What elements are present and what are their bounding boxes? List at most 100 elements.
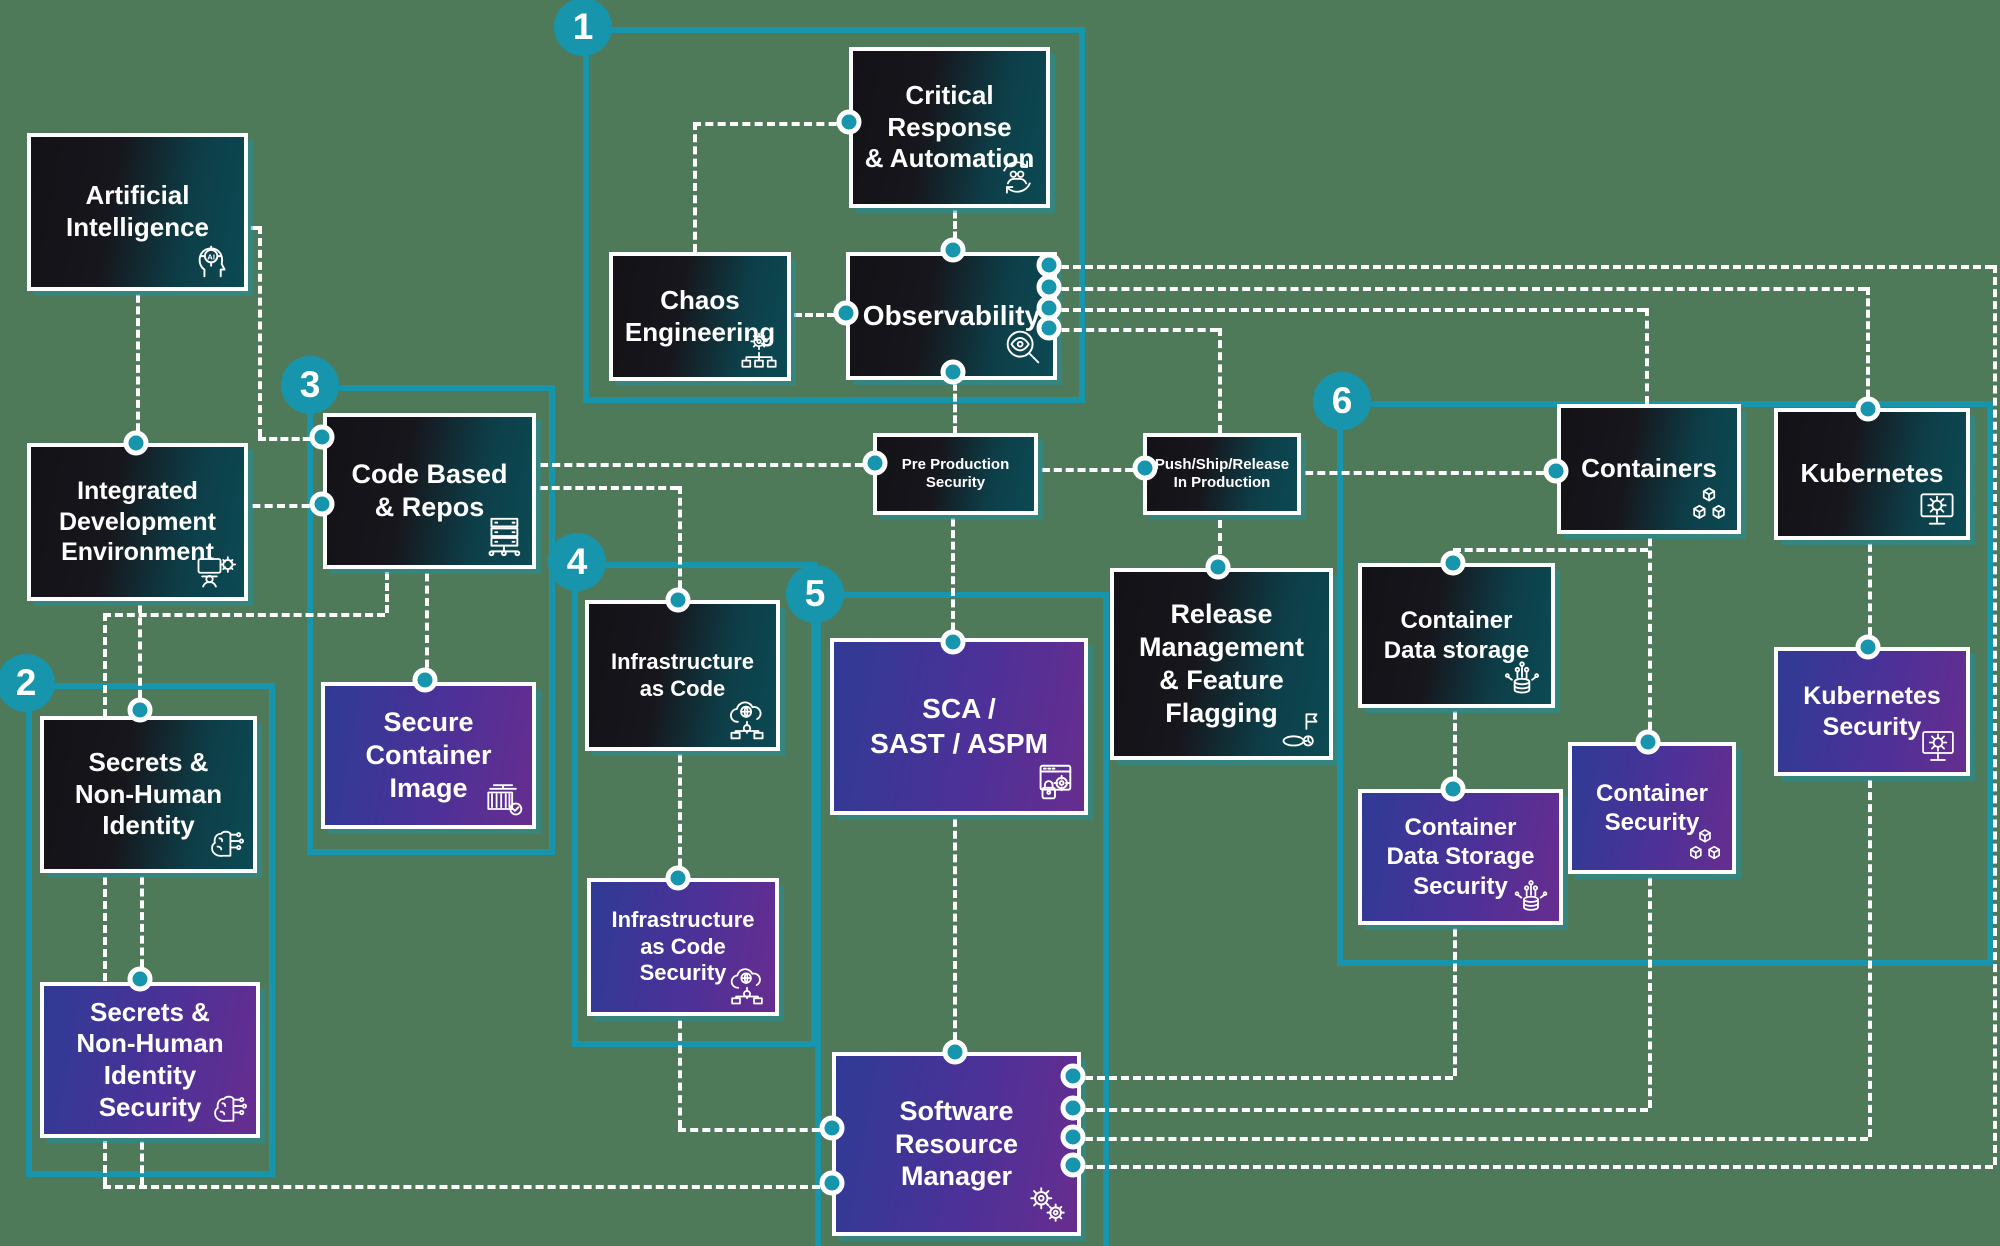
connector-cdss-srm-v [1453, 917, 1457, 1076]
connector-chaos-observability [783, 313, 846, 317]
node-infrastructure-as-code: Infrastructure as Code [585, 600, 780, 751]
connector-cra-chaos-v [693, 122, 697, 252]
connector-sca-srm [953, 807, 957, 1052]
connector-cra-observability [953, 200, 957, 250]
server-network-icon [488, 517, 521, 557]
dot-srm-right-2 [1060, 1095, 1086, 1121]
dot-srm-right-4 [1060, 1152, 1086, 1178]
node-label: Kubernetes Security [1803, 682, 1941, 741]
connector-iac-iacsec [678, 743, 682, 878]
node-observability: Observability [846, 252, 1057, 380]
dot-srm-right-3 [1060, 1124, 1086, 1150]
connector-srm-cdss-h [1073, 1076, 1453, 1080]
connector-pps-pushship [1030, 468, 1145, 472]
connector-codebased-sci [425, 561, 429, 680]
connector-iacsec-srm-h [678, 1128, 832, 1132]
connector-secretssec-bus-v [140, 1130, 144, 1185]
dot-push-ship-left [1132, 455, 1158, 481]
connector-k8s-k8ssec [1868, 532, 1872, 647]
node-label: Critical Response & Automation [864, 79, 1035, 174]
dot-secrets-top [127, 697, 153, 723]
dot-cra-left [836, 109, 862, 135]
connector-obs-containers-v [1645, 308, 1649, 404]
node-label: Secrets & Non-Human Identity [74, 746, 223, 841]
node-label: Integrated Development Environment [59, 477, 216, 567]
node-pre-production-security: Pre Production Security [873, 433, 1038, 515]
group-frame-2 [26, 683, 275, 1177]
automation-cycle-icon [1003, 160, 1031, 194]
node-label: Secure Container Image [365, 707, 492, 803]
dot-observability-right-2 [1036, 274, 1062, 300]
dot-observability-right-4 [1036, 315, 1062, 341]
group-frame-5 [815, 592, 1109, 1246]
dot-srm-top [942, 1039, 968, 1065]
cloud-network-icon [730, 968, 763, 1005]
group-number: 4 [566, 541, 588, 582]
kubernetes-monitor-icon [1920, 493, 1954, 525]
dot-iac-security-top [665, 865, 691, 891]
node-secure-container-image: Secure Container Image [321, 682, 536, 829]
connector-ai-codebased-h1 [240, 226, 258, 230]
connector-codebased-iac-h [528, 486, 678, 490]
group-badge-1: 1 [554, 0, 612, 56]
node-label: Code Based & Repos [351, 459, 508, 522]
connector-srm-k8ssec-h [1073, 1137, 1868, 1141]
gears-icon [1030, 1187, 1065, 1222]
dot-srm-left-2 [819, 1170, 845, 1196]
database-circuit-icon [1504, 661, 1540, 694]
dot-iac-top [665, 587, 691, 613]
group-frame-3 [307, 385, 555, 855]
eye-magnifier-icon [1006, 330, 1040, 364]
gear-flowchart-icon [741, 332, 777, 368]
dot-observability-bottom [940, 359, 966, 385]
dot-codebased-left-upper [309, 424, 335, 450]
node-label: Chaos Engineering [624, 284, 776, 347]
connector-obs-containers-h [1049, 308, 1645, 312]
group-badge-5: 5 [786, 565, 844, 623]
dot-observability-left [833, 300, 859, 326]
svg-text:AI: AI [207, 252, 215, 261]
connector-obs-pushship-v [1218, 328, 1222, 433]
dot-secrets-security-top [127, 966, 153, 992]
brain-circuit-icon [214, 1095, 247, 1122]
dot-sca-top [940, 629, 966, 655]
node-label: Kubernetes [1800, 458, 1944, 489]
connector-ai-codebased-v [258, 226, 262, 437]
dot-kubernetes-top [1855, 396, 1881, 422]
connector-containers-cds-branch [1453, 548, 1648, 552]
connector-codebased-leftbus-v [385, 561, 389, 613]
node-integrated-development-environment: Integrated Development Environment [27, 443, 248, 601]
node-label: Infrastructure as Code [610, 648, 755, 701]
connector-contsec-srm-v [1648, 866, 1652, 1108]
node-label: Containers [1581, 453, 1717, 484]
dot-containers-left [1543, 458, 1569, 484]
connector-k8ssec-srm-v [1868, 768, 1872, 1137]
connector-obs-k8s-v [1866, 287, 1870, 409]
group-number: 6 [1331, 380, 1353, 421]
dot-release-top [1205, 554, 1231, 580]
dot-container-data-storage-security-top [1440, 776, 1466, 802]
connector-cra-chaos-h [693, 122, 849, 126]
group-badge-2: 2 [0, 654, 55, 712]
dot-srm-left-1 [819, 1115, 845, 1141]
group-number: 5 [804, 573, 826, 614]
connector-obs-pushship-h [1049, 328, 1218, 332]
dot-kubernetes-security-top [1855, 634, 1881, 660]
node-label: Container Security [1595, 779, 1708, 836]
connector-pushship-release [1218, 507, 1222, 567]
connector-right-edge-v [1993, 265, 1997, 1165]
node-secrets-non-human-identity-security: Secrets & Non-Human Identity Security [40, 982, 260, 1138]
group-badge-6: 6 [1313, 372, 1371, 430]
node-container-security: Container Security [1568, 742, 1736, 874]
connector-iacsec-srm-v [678, 1008, 682, 1128]
group-badge-3: 3 [281, 356, 339, 414]
group-number: 3 [299, 364, 321, 405]
node-artificial-intelligence: Artificial Intelligence AI [27, 133, 248, 291]
connector-srm-rightedge-h [1073, 1165, 1993, 1169]
node-software-resource-manager: Software Resource Manager [832, 1052, 1081, 1236]
connector-pushship-containers [1293, 471, 1556, 475]
kubernetes-monitor-icon [1922, 731, 1954, 761]
dot-codebased-left-lower [309, 491, 335, 517]
connector-ai-codebased-h2 [258, 437, 322, 441]
